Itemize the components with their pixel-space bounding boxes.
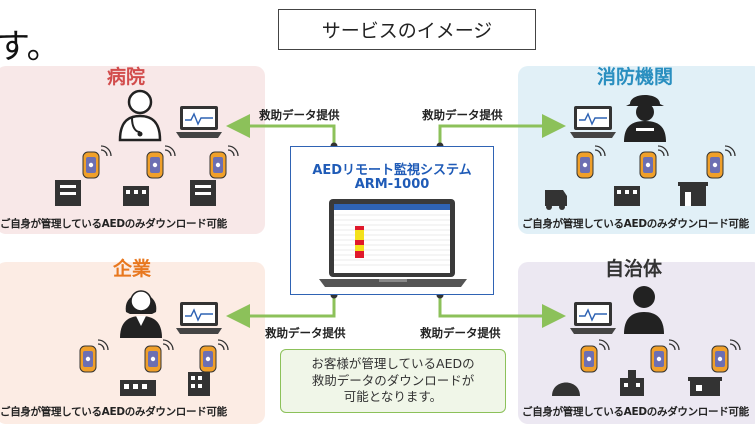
laptop-screen-icon — [319, 199, 467, 287]
panel-caption-company: ご自身が管理しているAEDのみダウンロード可能 — [0, 406, 227, 418]
arrow-bottom-left — [226, 295, 336, 328]
note-line3: 可能となります。 — [343, 389, 443, 405]
arrow-top-right — [438, 114, 566, 146]
panel-title-company: 企業 — [113, 258, 152, 280]
arrow-label-top-left: 救助データ提供 — [259, 108, 340, 122]
businesswoman-icon — [120, 290, 162, 338]
panel-title-fire: 消防機関 — [597, 66, 674, 88]
diagram-title: サービスのイメージ — [278, 9, 536, 50]
arrow-label-bottom-right: 救助データ提供 — [420, 326, 501, 340]
arrow-top-left — [226, 114, 336, 146]
note-line2: 救助データのダウンロードが — [311, 372, 475, 388]
panel-caption-municipality: ご自身が管理しているAEDのみダウンロード可能 — [522, 406, 749, 418]
cut-off-text: す。 — [0, 27, 61, 67]
person-icon — [624, 286, 664, 334]
arrow-label-top-right: 救助データ提供 — [422, 108, 503, 122]
monitor-icon-fire — [570, 106, 616, 138]
panel-caption-hospital: ご自身が管理しているAEDのみダウンロード可能 — [0, 218, 227, 230]
panel-caption-fire: ご自身が管理しているAEDのみダウンロード可能 — [522, 218, 749, 230]
monitor-icon-municipality — [570, 302, 616, 334]
panel-company — [0, 262, 265, 424]
note-line1: お客様が管理しているAEDの — [311, 355, 475, 371]
note-box: お客様が管理しているAEDの 救助データのダウンロードが 可能となります。 — [280, 349, 506, 413]
arrow-label-bottom-left: 救助データ提供 — [265, 326, 346, 340]
monitor-icon-company — [176, 302, 222, 334]
monitor-icon-hospital — [176, 106, 222, 138]
panel-title-municipality: 自治体 — [605, 258, 663, 280]
system-name-line2: ARM-1000 — [354, 177, 430, 192]
panel-title-hospital: 病院 — [107, 66, 146, 88]
firefighter-icon — [624, 95, 666, 142]
system-box: AEDリモート監視システム ARM-1000 — [290, 146, 494, 295]
doctor-icon — [118, 89, 162, 142]
system-name-line1: AEDリモート監視システム — [312, 163, 472, 178]
arrow-bottom-right — [438, 295, 566, 328]
